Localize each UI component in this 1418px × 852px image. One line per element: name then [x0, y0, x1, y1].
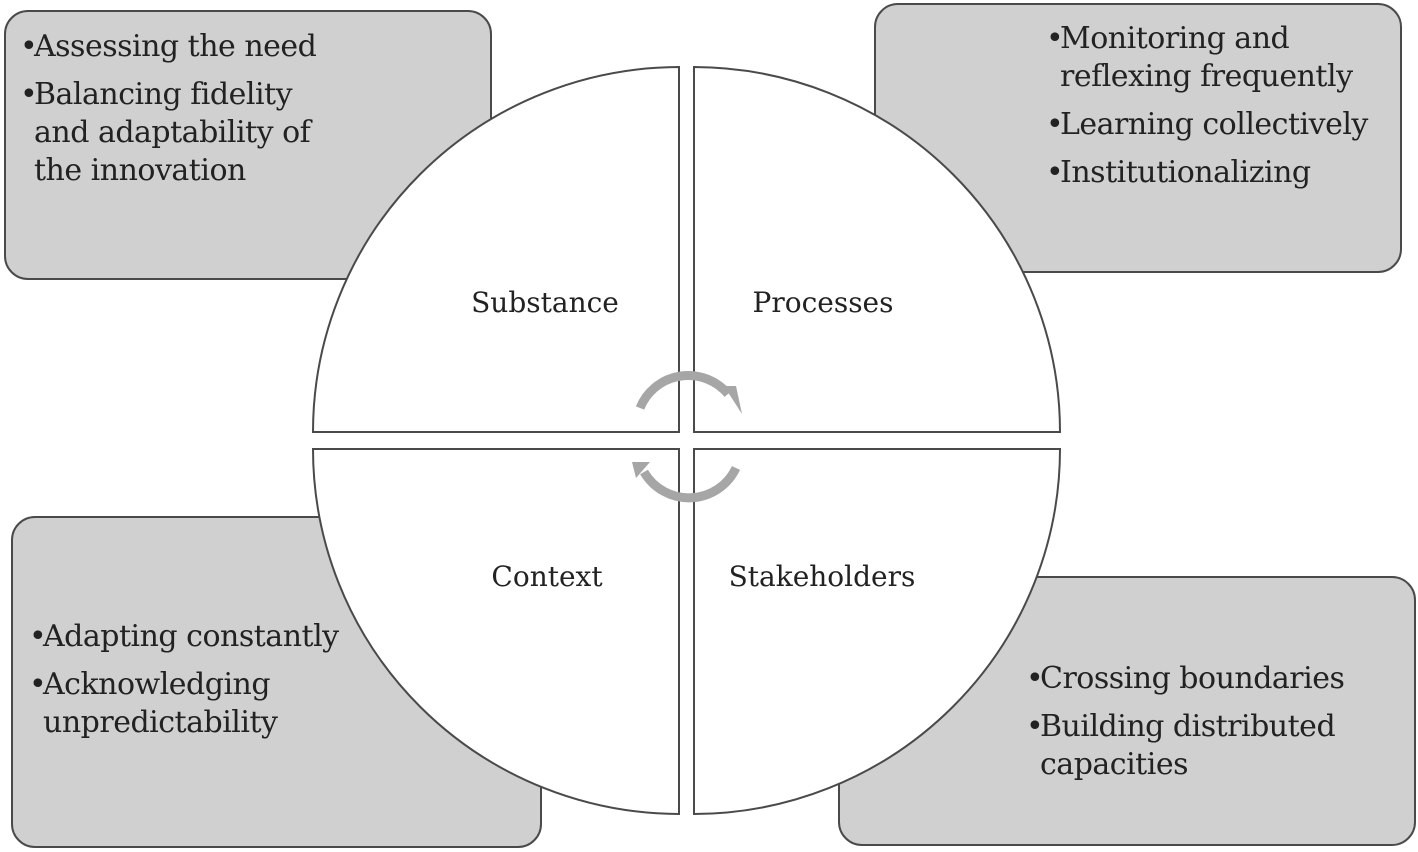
- list-item: Acknowledging unpredictability: [29, 666, 351, 742]
- list-bottom-right: Crossing boundaries Building distributed…: [1026, 660, 1378, 784]
- label-substance: Substance: [471, 286, 619, 319]
- list-top-right: Monitoring and reflexing frequently Lear…: [1046, 20, 1398, 192]
- quadrant-processes: [693, 65, 1062, 433]
- list-item: Learning collectively: [1046, 106, 1398, 144]
- list-bottom-left: Adapting constantly Acknowledging unpred…: [29, 618, 351, 742]
- quadrant-stakeholders: [693, 448, 1062, 816]
- list-item: Balancing fidelity and adaptability of t…: [20, 76, 352, 190]
- label-context: Context: [491, 560, 603, 593]
- list-item: Institutionalizing: [1046, 154, 1398, 192]
- label-stakeholders: Stakeholders: [729, 560, 916, 593]
- quadrant-substance: [311, 65, 680, 433]
- list-item: Building distributed capacities: [1026, 708, 1378, 784]
- list-item: Assessing the need: [20, 28, 352, 66]
- list-item: Adapting constantly: [29, 618, 351, 656]
- quadrant-context: [311, 448, 680, 816]
- cycle-arrow-icon: [632, 371, 742, 503]
- label-processes: Processes: [752, 286, 893, 319]
- list-item: Monitoring and reflexing frequently: [1046, 20, 1398, 96]
- list-top-left: Assessing the need Balancing fidelity an…: [20, 28, 352, 190]
- list-item: Crossing boundaries: [1026, 660, 1378, 698]
